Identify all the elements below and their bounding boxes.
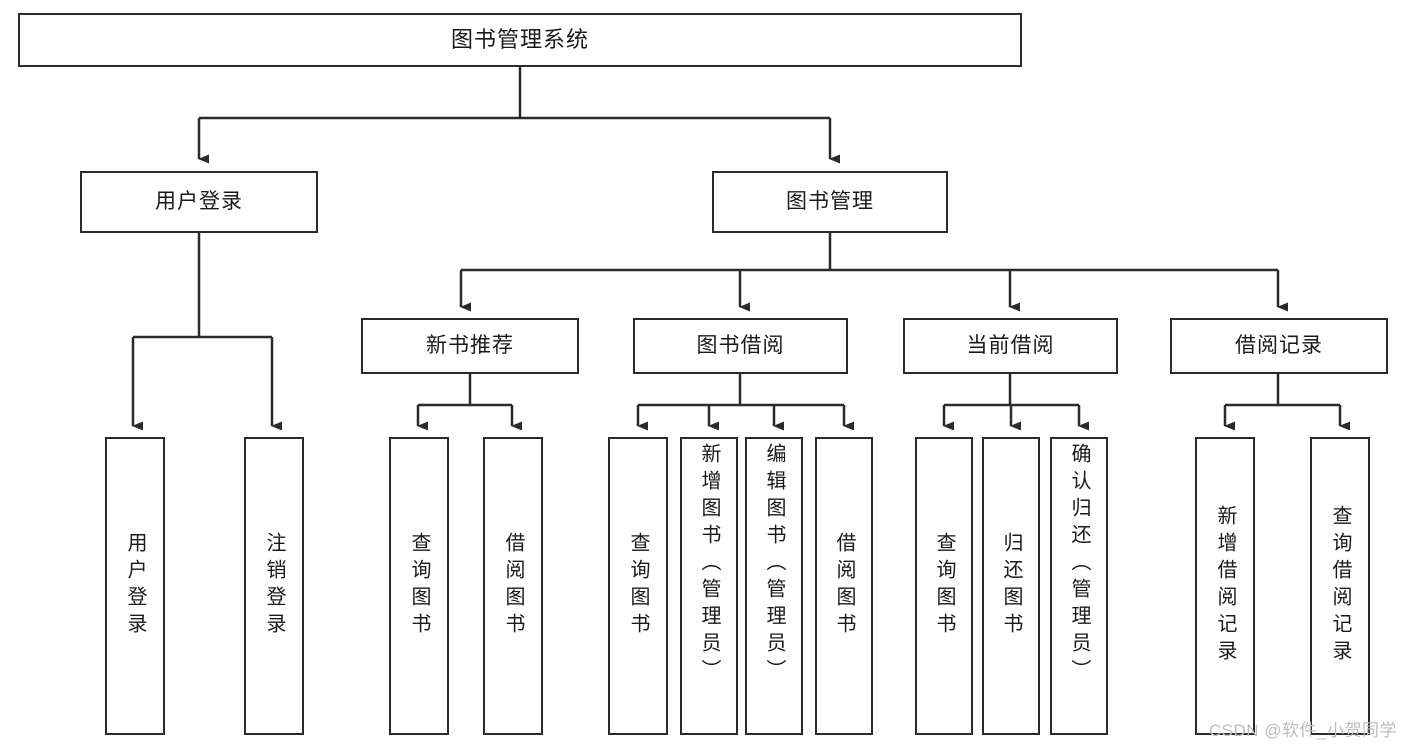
node-leaf-query-book-3[interactable]: 查询图书 xyxy=(915,437,973,735)
node-leaf-confirm-return[interactable]: 确认归还（管理员） xyxy=(1050,437,1108,735)
leaf-label: 查询图书 xyxy=(933,532,955,640)
leaf-label: 归还图书 xyxy=(1000,532,1022,640)
leaf-label: 查询图书 xyxy=(408,532,430,640)
csdn-watermark: CSDN @软件_小贺同学 xyxy=(1208,721,1397,740)
leaf-label: 查询借阅记录 xyxy=(1329,505,1351,667)
node-leaf-query-book-2[interactable]: 查询图书 xyxy=(608,437,668,735)
node-borrow-record[interactable]: 借阅记录 xyxy=(1170,318,1388,374)
node-leaf-user-login[interactable]: 用户登录 xyxy=(105,437,165,735)
node-book-borrow[interactable]: 图书借阅 xyxy=(633,318,848,374)
leaf-label: 查询图书 xyxy=(627,532,649,640)
leaf-label: 编辑图书（管理员） xyxy=(763,443,785,686)
node-new-book-rec[interactable]: 新书推荐 xyxy=(361,318,579,374)
leaf-label: 借阅图书 xyxy=(502,532,524,640)
leaf-label: 新增图书（管理员） xyxy=(698,443,720,686)
node-leaf-add-book[interactable]: 新增图书（管理员） xyxy=(680,437,738,735)
leaf-label: 注销登录 xyxy=(263,532,285,640)
leaf-label: 确认归还（管理员） xyxy=(1068,443,1090,686)
node-leaf-query-record[interactable]: 查询借阅记录 xyxy=(1310,437,1370,735)
node-leaf-borrow-book-2[interactable]: 借阅图书 xyxy=(815,437,873,735)
node-leaf-query-book-1[interactable]: 查询图书 xyxy=(389,437,449,735)
node-root-system[interactable]: 图书管理系统 xyxy=(18,13,1022,67)
leaf-label: 新增借阅记录 xyxy=(1214,505,1236,667)
leaf-label: 借阅图书 xyxy=(833,532,855,640)
node-leaf-edit-book[interactable]: 编辑图书（管理员） xyxy=(745,437,803,735)
node-leaf-logout[interactable]: 注销登录 xyxy=(244,437,304,735)
node-leaf-add-record[interactable]: 新增借阅记录 xyxy=(1195,437,1255,735)
node-current-borrow[interactable]: 当前借阅 xyxy=(903,318,1118,374)
node-book-manage[interactable]: 图书管理 xyxy=(712,171,948,233)
node-leaf-return-book[interactable]: 归还图书 xyxy=(982,437,1040,735)
node-leaf-borrow-book-1[interactable]: 借阅图书 xyxy=(483,437,543,735)
node-user-login[interactable]: 用户登录 xyxy=(80,171,318,233)
leaf-label: 用户登录 xyxy=(124,532,146,640)
